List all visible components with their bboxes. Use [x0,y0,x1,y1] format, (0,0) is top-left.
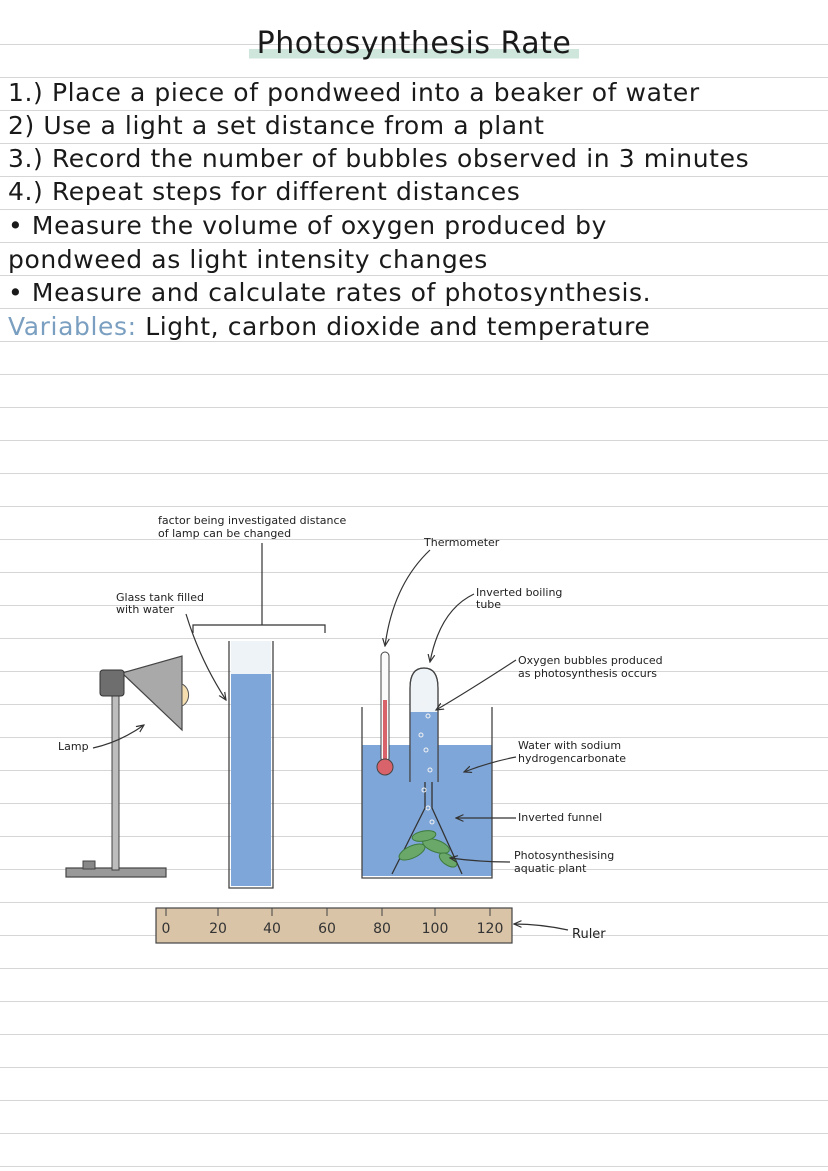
label-factor-line2: of lamp can be changed [158,527,291,540]
ruler-tick-0: 0 [162,921,171,937]
label-plant-line2: aquatic plant [514,862,587,875]
label-glass-tank-line1: Glass tank filled [116,591,204,604]
ruler-tick-120: 120 [477,921,504,937]
step-3: 3.) Record the number of bubbles observe… [8,144,750,173]
page-title: Photosynthesis Rate [248,24,580,64]
variables-label: Variables: [8,312,137,341]
step-1: 1.) Place a piece of pondweed into a bea… [8,78,700,107]
ruler-tick-80: 80 [373,921,391,937]
bullet-measure-oxygen: • Measure the volume of oxygen produced … [8,211,608,240]
variables-line: Variables: Light, carbon dioxide and tem… [8,311,650,343]
label-oxygen-line2: as photosynthesis occurs [518,667,657,680]
bullet-calculate-rates: • Measure and calculate rates of photosy… [8,278,652,307]
ruler-tick-40: 40 [263,921,281,937]
label-plant-line1: Photosynthesising [514,849,614,862]
step-4: 4.) Repeat steps for different distances [8,177,521,206]
ruler-tick-60: 60 [318,921,336,937]
ruler-tick-20: 20 [209,921,227,937]
beaker-drawing [361,651,493,879]
ruler-tick-100: 100 [422,921,449,937]
label-glass-tank-line2: with water [116,603,175,616]
variables-text: Light, carbon dioxide and temperature [145,312,651,341]
glass-tank-drawing [228,641,274,889]
label-water-line1: Water with sodium [518,739,621,752]
label-thermometer: Thermometer [423,536,500,549]
label-ruler: Ruler [572,927,606,942]
label-lamp: Lamp [58,740,89,753]
label-funnel: Inverted funnel [518,811,602,824]
label-oxygen-line1: Oxygen bubbles produced [518,654,663,667]
lamp-drawing [65,655,190,878]
label-inverted-tube-line2: tube [476,598,501,611]
bullet-measure-oxygen-cont: pondweed as light intensity changes [8,245,488,274]
label-water-line2: hydrogencarbonate [518,752,626,765]
ruler-drawing: 0 20 40 60 80 100 120 [155,907,513,944]
label-factor-line1: factor being investigated distance [158,514,347,527]
label-inverted-tube-line1: Inverted boiling [476,586,562,599]
step-2: 2) Use a light a set distance from a pla… [8,111,545,140]
